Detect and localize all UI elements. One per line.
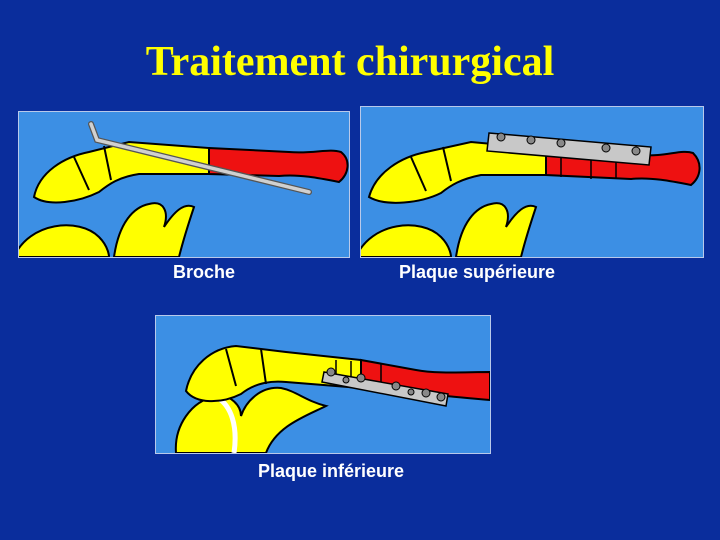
caption-plaque-superieure: Plaque supérieure: [399, 262, 555, 283]
caption-plaque-inferieure: Plaque inférieure: [258, 461, 404, 482]
illustration-broche: [18, 111, 350, 258]
illustration-plaque-superieure: [360, 106, 704, 258]
diagram-plaque-superieure: [361, 107, 703, 257]
diagram-broche: [19, 112, 349, 257]
slide-title: Traitement chirurgical: [0, 38, 700, 86]
diagram-plaque-inferieure: [156, 316, 490, 453]
illustration-plaque-inferieure: [155, 315, 491, 454]
caption-broche: Broche: [173, 262, 235, 283]
